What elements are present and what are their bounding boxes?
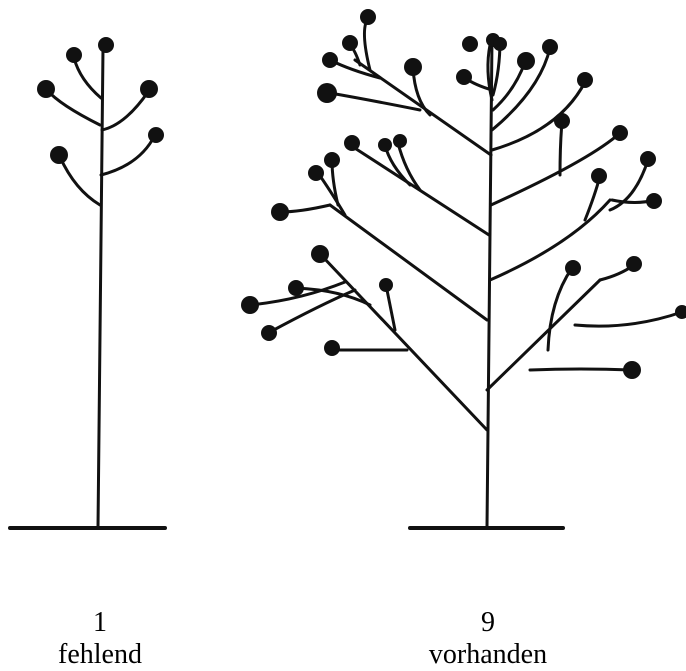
- flower-head: [140, 80, 158, 98]
- flower-head: [308, 165, 324, 181]
- flower-head: [66, 47, 82, 63]
- flower-head: [626, 256, 642, 272]
- flower-head: [675, 305, 686, 319]
- flower-head: [322, 52, 338, 68]
- flower-head: [646, 193, 662, 209]
- flower-head: [517, 52, 535, 70]
- plant-1-label: fehlend: [0, 639, 200, 671]
- flower-head: [462, 36, 478, 52]
- flower-head: [378, 138, 392, 152]
- flower-head: [456, 69, 472, 85]
- flower-head: [577, 72, 593, 88]
- flower-head: [344, 135, 360, 151]
- flower-head: [271, 203, 289, 221]
- flower-head: [360, 9, 376, 25]
- plant-1-score: 1: [0, 607, 200, 639]
- flower-head: [542, 39, 558, 55]
- flower-head: [554, 113, 570, 129]
- flower-head: [379, 278, 393, 292]
- flower-head: [50, 146, 68, 164]
- flower-head: [612, 125, 628, 141]
- flower-head: [324, 152, 340, 168]
- flower-head: [493, 37, 507, 51]
- flower-head: [241, 296, 259, 314]
- flower-heads: [241, 9, 686, 379]
- flower-head: [342, 35, 358, 51]
- flower-head: [311, 245, 329, 263]
- main-stem: [98, 48, 103, 527]
- plant-9-label: vorhanden: [388, 639, 588, 671]
- flower-head: [623, 361, 641, 379]
- plant-1-caption: 1 fehlend: [0, 607, 200, 671]
- flower-head: [98, 37, 114, 53]
- flower-head: [404, 58, 422, 76]
- flower-head: [148, 127, 164, 143]
- flower-head: [393, 134, 407, 148]
- flower-head: [261, 325, 277, 341]
- flower-head: [37, 80, 55, 98]
- plant-9-caption: 9 vorhanden: [388, 607, 588, 671]
- plant-1-drawing: [10, 37, 165, 528]
- flower-head: [565, 260, 581, 276]
- plant-9-score: 9: [388, 607, 588, 639]
- plant-9-drawing: [241, 9, 686, 528]
- flower-head: [640, 151, 656, 167]
- flower-head: [317, 83, 337, 103]
- flower-head: [591, 168, 607, 184]
- main-stem: [487, 38, 492, 527]
- flower-head: [288, 280, 304, 296]
- flower-head: [324, 340, 340, 356]
